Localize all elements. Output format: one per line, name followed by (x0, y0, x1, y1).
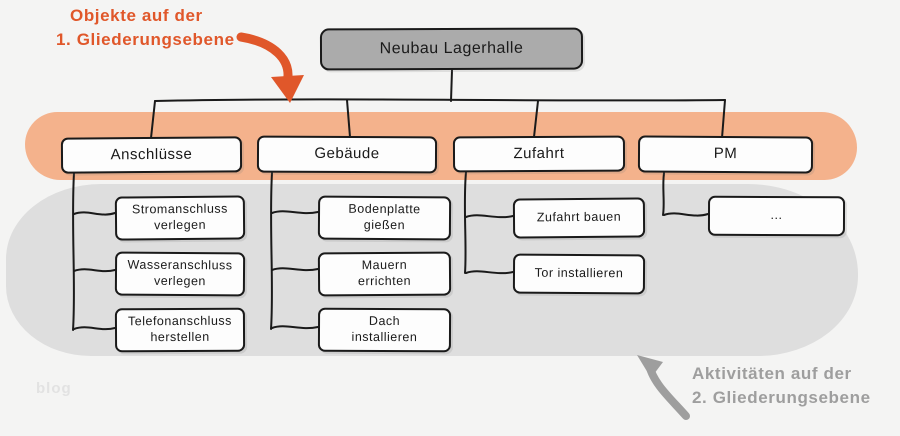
objects-note-line1: Objekte auf der (70, 6, 203, 25)
node-pm: PM (637, 135, 814, 174)
objects-note: Objekte auf der 1. Gliederungsebene (56, 4, 235, 52)
activities-note-line1: Aktivitäten auf der (692, 364, 852, 383)
node-mauern-errichten: Mauern errichten (317, 251, 452, 297)
activity-label: Stromanschluss verlegen (131, 201, 228, 233)
node-wasseranschluss-verlegen: Wasseranschluss verlegen (114, 251, 246, 297)
node-zufahrt-label: Zufahrt (513, 144, 565, 162)
activities-note-line2: 2. Gliederungsebene (692, 388, 871, 407)
activity-label: Telefonanschluss herstellen (127, 314, 232, 345)
objects-note-arrow (236, 32, 304, 103)
activity-label: Zufahrt bauen (536, 209, 622, 225)
node-gebaeude: Gebäude (256, 135, 438, 174)
activity-label: Tor installieren (534, 265, 624, 281)
node-root-label: Neubau Lagerhalle (379, 39, 524, 58)
node-root: Neubau Lagerhalle (319, 27, 584, 71)
activities-note: Aktivitäten auf der 2. Gliederungsebene (692, 362, 871, 410)
activity-label: Dach installieren (351, 314, 418, 345)
node-dach-installieren: Dach installieren (317, 307, 452, 353)
node-pm-label: PM (713, 145, 738, 163)
activities-note-arrow (637, 355, 690, 420)
node-anschluesse-label: Anschlüsse (110, 145, 193, 163)
node-gebaeude-label: Gebäude (314, 144, 380, 163)
node-zufahrt-bauen: Zufahrt bauen (512, 197, 646, 239)
activity-label: Bodenplatte gießen (348, 202, 421, 233)
node-pm-ellipsis: ... (707, 195, 846, 237)
node-stromanschluss-verlegen: Stromanschluss verlegen (114, 195, 246, 241)
node-tor-installieren: Tor installieren (512, 253, 646, 295)
blog-watermark: blog (36, 380, 72, 397)
node-zufahrt: Zufahrt (452, 135, 626, 173)
node-bodenplatte-giessen: Bodenplatte gießen (317, 195, 452, 241)
node-anschluesse: Anschlüsse (60, 136, 243, 174)
objects-note-line2: 1. Gliederungsebene (56, 30, 235, 49)
activity-label: ... (770, 208, 783, 223)
activity-label: Mauern errichten (357, 258, 412, 289)
activity-label: Wasseranschluss verlegen (127, 258, 233, 289)
node-telefonanschluss-herstellen: Telefonanschluss herstellen (114, 307, 246, 353)
